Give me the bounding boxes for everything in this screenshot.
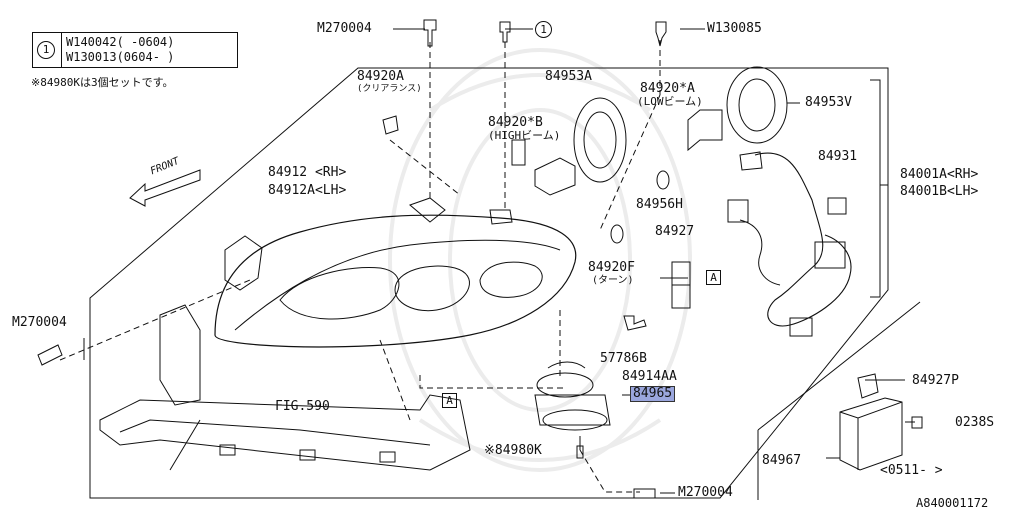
legend-row-2: W130013(0604- ) — [66, 50, 175, 64]
part-label-84927p: 84927P — [912, 373, 959, 388]
marker-a-box: A — [442, 393, 457, 408]
part-label-84920-star-b: 84920*B — [488, 115, 543, 130]
assembly-frame — [89, 67, 889, 499]
part-label-57786b: 57786B — [600, 351, 647, 366]
part-label-84927: 84927 — [655, 224, 695, 239]
part-label-84912a-lh: 84912A<LH> — [268, 183, 347, 198]
part-label-84920-star-a-sub: (LOWビーム) — [637, 95, 703, 108]
part-label-84001a-rh: 84001A<RH> — [900, 167, 979, 182]
part-label-84920f-sub: (ターン) — [592, 275, 634, 286]
watermark-emblem — [388, 48, 692, 472]
headlamp-housing — [214, 214, 577, 348]
legend-divider — [61, 33, 62, 67]
part-label-84931: 84931 — [818, 149, 858, 164]
part-label-m270004-left: M270004 — [12, 315, 67, 330]
part-label-m270004-top: M270004 — [317, 21, 372, 36]
part-label-84920a: 84920A — [357, 69, 404, 84]
part-label-0238s: 0238S — [955, 415, 995, 430]
diagram-reference-number: A840001172 — [916, 496, 989, 510]
part-label-84956h: 84956H — [636, 197, 683, 212]
part-label-84953a: 84953A — [545, 69, 592, 84]
set-note: ※84980Kは3個セットです。 — [31, 76, 174, 89]
part-label-84920f: 84920F — [588, 260, 635, 275]
legend-marker: 1 — [37, 41, 55, 59]
radiator-support — [99, 394, 471, 471]
legend-box: 1 W140042( -0604) W130013(0604- ) — [32, 32, 238, 68]
legend-row-1: W140042( -0604) — [66, 35, 175, 49]
part-label-84912-rh: 84912 <RH> — [268, 165, 347, 180]
part-label-84920-star-a: 84920*A — [640, 81, 695, 96]
part-label-m270004-bottom: M270004 — [678, 485, 733, 500]
part-label-fig590: FIG.590 — [275, 399, 330, 414]
part-label-84980k: ※84980K — [484, 443, 542, 458]
part-label-84965-highlighted[interactable]: 84965 — [630, 386, 676, 402]
part-label-84920a-sub: (クリアランス) — [357, 84, 422, 94]
part-label-84967: 84967 — [762, 453, 802, 468]
part-label-84920-star-b-sub: (HIGHビーム) — [488, 129, 561, 142]
marker-circle-1: 1 — [535, 21, 552, 38]
part-label-84914aa: 84914AA — [622, 369, 677, 384]
marker-a-box: A — [706, 270, 721, 285]
part-label-84953v: 84953V — [805, 95, 852, 110]
control-unit-frame — [757, 301, 921, 500]
part-label-84001b-lh: 84001B<LH> — [900, 184, 979, 199]
part-label-date-0511: <0511- > — [880, 463, 943, 478]
part-label-w130085: W130085 — [707, 21, 762, 36]
